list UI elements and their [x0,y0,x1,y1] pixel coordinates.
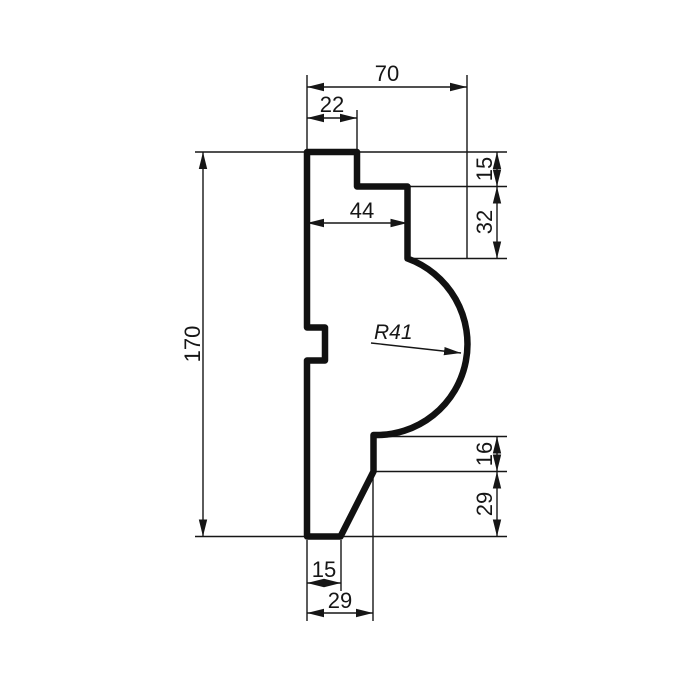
overall-width-label: 70 [375,61,399,86]
lower-slope-height-label: 29 [472,492,497,516]
bottom-flat-width-label: 15 [312,557,336,582]
upper-face-height-label: 32 [472,210,497,234]
top-step-height-label: 15 [472,157,497,181]
radius-leader-line [370,342,462,356]
lower-step-height-label: 16 [472,442,497,466]
profile-outline [303,148,471,540]
dimension-lines [198,82,502,618]
top-step-width-label: 22 [320,92,344,117]
upper-face-width-label: 44 [350,198,374,223]
extension-lines [195,75,507,621]
bottom-width-label: 29 [328,588,352,613]
dimension-labels: 70 22 44 170 15 32 16 29 15 29 R41 [180,61,497,613]
radius-label: R41 [374,321,413,344]
overall-height-label: 170 [180,326,205,363]
